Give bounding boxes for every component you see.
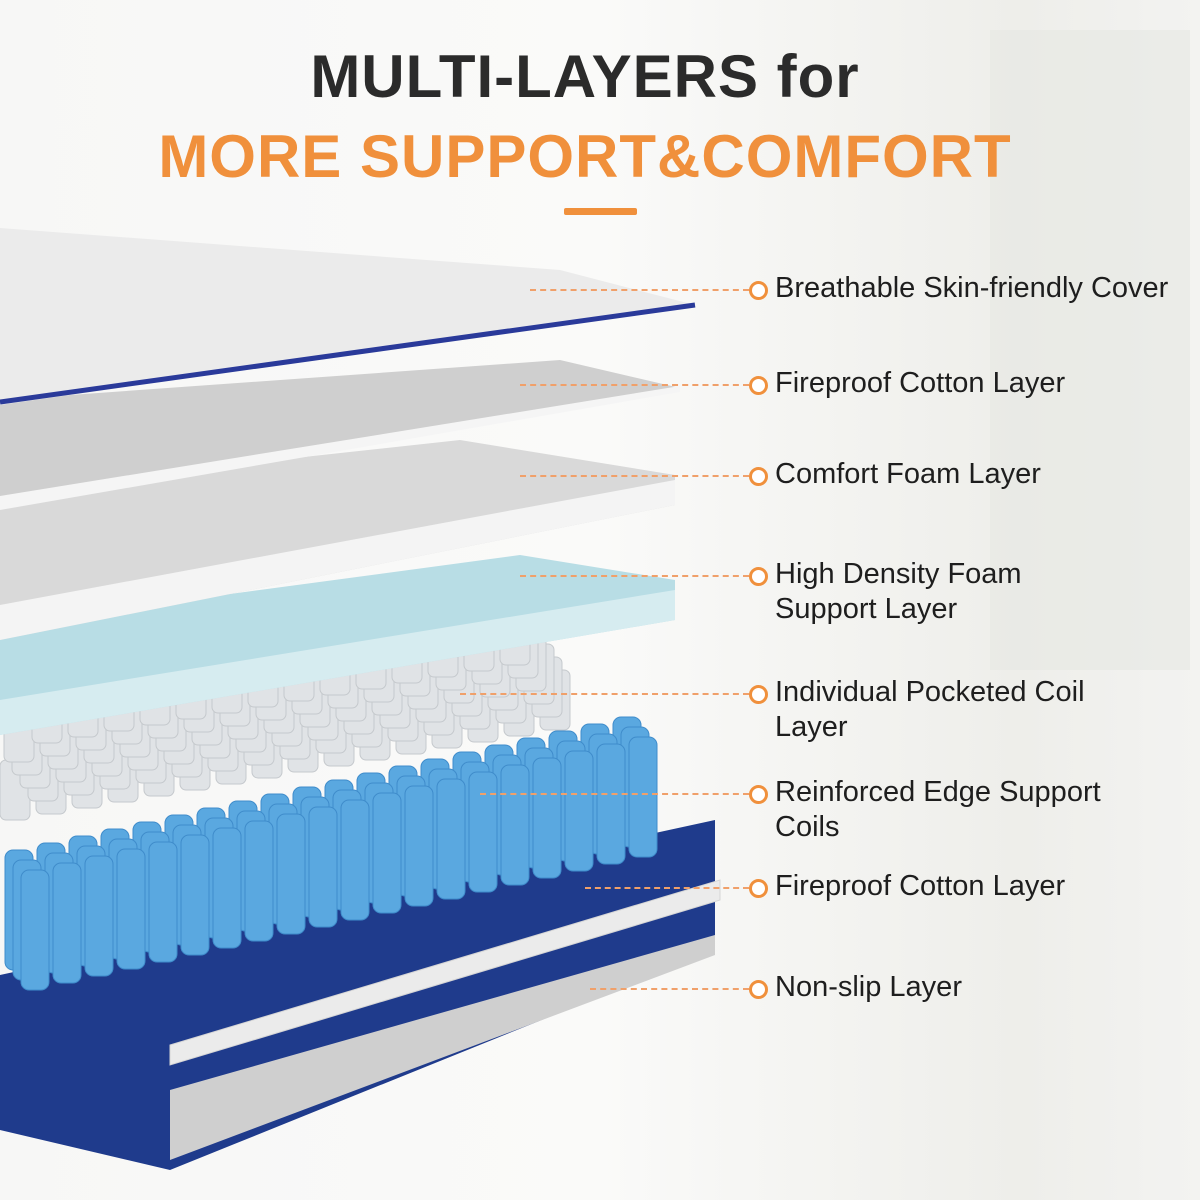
- edge-support-coil: [372, 792, 402, 914]
- edge-support-coil: [436, 778, 466, 900]
- edge-support-coil: [308, 806, 338, 928]
- high-density-foam-front: [0, 590, 675, 735]
- leader-line: [530, 289, 749, 291]
- layer-label-line1: High Density Foam: [775, 558, 1022, 590]
- leader-line: [520, 384, 749, 386]
- edge-support-coil: [564, 750, 594, 872]
- edge-support-coil: [84, 855, 114, 977]
- comfort-foam-front: [0, 480, 675, 640]
- leader-line: [480, 793, 749, 795]
- edge-support-coil: [180, 834, 210, 956]
- edge-support-coil: [500, 764, 530, 886]
- edge-support-coil: [596, 743, 626, 865]
- edge-support-coil: [468, 771, 498, 893]
- cover-blue-edge: [0, 302, 696, 405]
- fireproof-cotton-bottom: [169, 879, 721, 1066]
- title-line-2: MORE SUPPORT&COMFORT: [158, 123, 1012, 190]
- marker-circle-icon: [749, 567, 768, 586]
- edge-support-coil: [148, 841, 178, 963]
- layer-label-line2: Support Layer: [775, 593, 958, 625]
- edge-support-coil: [404, 785, 434, 907]
- leader-line: [590, 988, 749, 990]
- layer-label: Non-slip Layer: [775, 971, 962, 1003]
- marker-circle-icon: [749, 685, 768, 704]
- leader-line: [460, 693, 749, 695]
- layer-label: Fireproof Cotton Layer: [775, 367, 1066, 399]
- edge-support-coil: [276, 813, 306, 935]
- fireproof-cotton-edge: [0, 386, 680, 510]
- edge-support-coil: [212, 827, 242, 949]
- edge-support-coil: [532, 757, 562, 879]
- layer-label-line2: Layer: [775, 711, 848, 743]
- window-background: [990, 30, 1190, 670]
- title-line-1: MULTI-LAYERS for: [310, 43, 860, 110]
- layer-label: Breathable Skin-friendly Cover: [775, 272, 1169, 304]
- edge-support-coil: [20, 869, 50, 991]
- non-slip-layer: [170, 935, 715, 1160]
- edge-support-coil: [244, 820, 274, 942]
- title-underline: [564, 208, 637, 215]
- marker-circle-icon: [749, 785, 768, 804]
- marker-circle-icon: [749, 281, 768, 300]
- marker-circle-icon: [749, 467, 768, 486]
- layer-label: Comfort Foam Layer: [775, 458, 1041, 490]
- edge-support-coil: [340, 799, 370, 921]
- edge-support-coil: [116, 848, 146, 970]
- layer-label-line1: Individual Pocketed Coil: [775, 676, 1085, 708]
- marker-circle-icon: [749, 376, 768, 395]
- layer-label-line2: Coils: [775, 811, 840, 843]
- leader-line: [520, 475, 749, 477]
- layer-label-line1: Reinforced Edge Support: [775, 776, 1101, 808]
- leader-line: [585, 887, 749, 889]
- layer-label: Fireproof Cotton Layer: [775, 870, 1066, 902]
- edge-support-coil: [52, 862, 82, 984]
- edge-support-coil: [628, 736, 658, 858]
- marker-circle-icon: [749, 879, 768, 898]
- marker-circle-icon: [749, 980, 768, 999]
- leader-line: [520, 575, 749, 577]
- cover-top: [0, 228, 695, 405]
